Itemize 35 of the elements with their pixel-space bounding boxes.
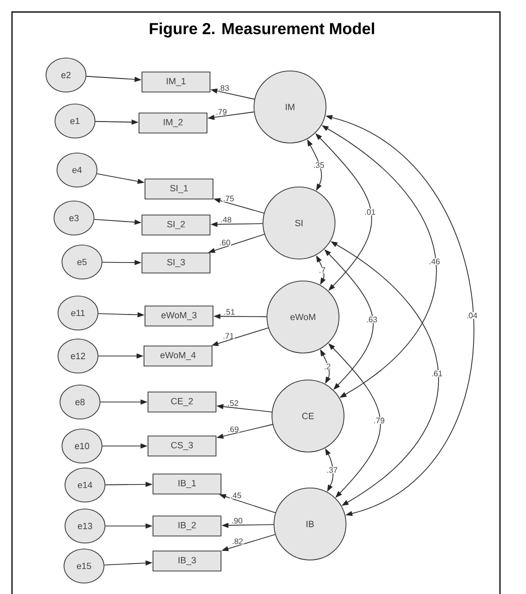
- indicator-box: SI_1: [144, 178, 214, 200]
- edge-label: .35: [314, 162, 324, 168]
- edge-label: .61: [432, 370, 442, 376]
- edge-label: .2: [324, 364, 330, 370]
- edge-label: .48: [221, 216, 232, 222]
- edge-label: .45: [231, 492, 242, 498]
- edge-label: .7: [320, 267, 326, 273]
- edge-label: .51: [224, 309, 235, 315]
- edge-label: .01: [365, 209, 376, 215]
- indicator-box: SI_2: [142, 214, 210, 236]
- edge-label: .75: [224, 196, 234, 202]
- edge-label: .60: [220, 240, 230, 246]
- edge-label: .71: [224, 333, 234, 339]
- edge-label: .83: [218, 85, 229, 91]
- indicator-box: CE_2: [148, 392, 216, 412]
- indicator-box: IB_1: [152, 474, 222, 494]
- indicator-box: CS_3: [148, 436, 216, 456]
- title: Figure 2. Measurement Model: [150, 22, 374, 38]
- edge-label: .63: [366, 316, 378, 322]
- edge-label: .04: [467, 312, 478, 318]
- indicator-box: IM_2: [138, 112, 208, 134]
- edge-label: .90: [232, 518, 242, 524]
- edge-label: .79: [216, 109, 227, 115]
- edge-label: .46: [430, 258, 440, 264]
- indicator-box: eWoM_3: [144, 306, 214, 326]
- indicator-box: IM_1: [142, 72, 210, 92]
- edge-label: .69: [228, 426, 238, 432]
- indicator-box: IB_2: [152, 516, 222, 536]
- edge-label: .52: [228, 400, 238, 406]
- indicator-box: eWoM_4: [144, 346, 212, 366]
- edge-label: .79: [374, 418, 384, 424]
- indicator-box: IB_3: [152, 550, 222, 572]
- edge-label: .82: [232, 538, 243, 544]
- edge-label: .37: [327, 467, 338, 473]
- indicator-box: SI_3: [142, 252, 210, 274]
